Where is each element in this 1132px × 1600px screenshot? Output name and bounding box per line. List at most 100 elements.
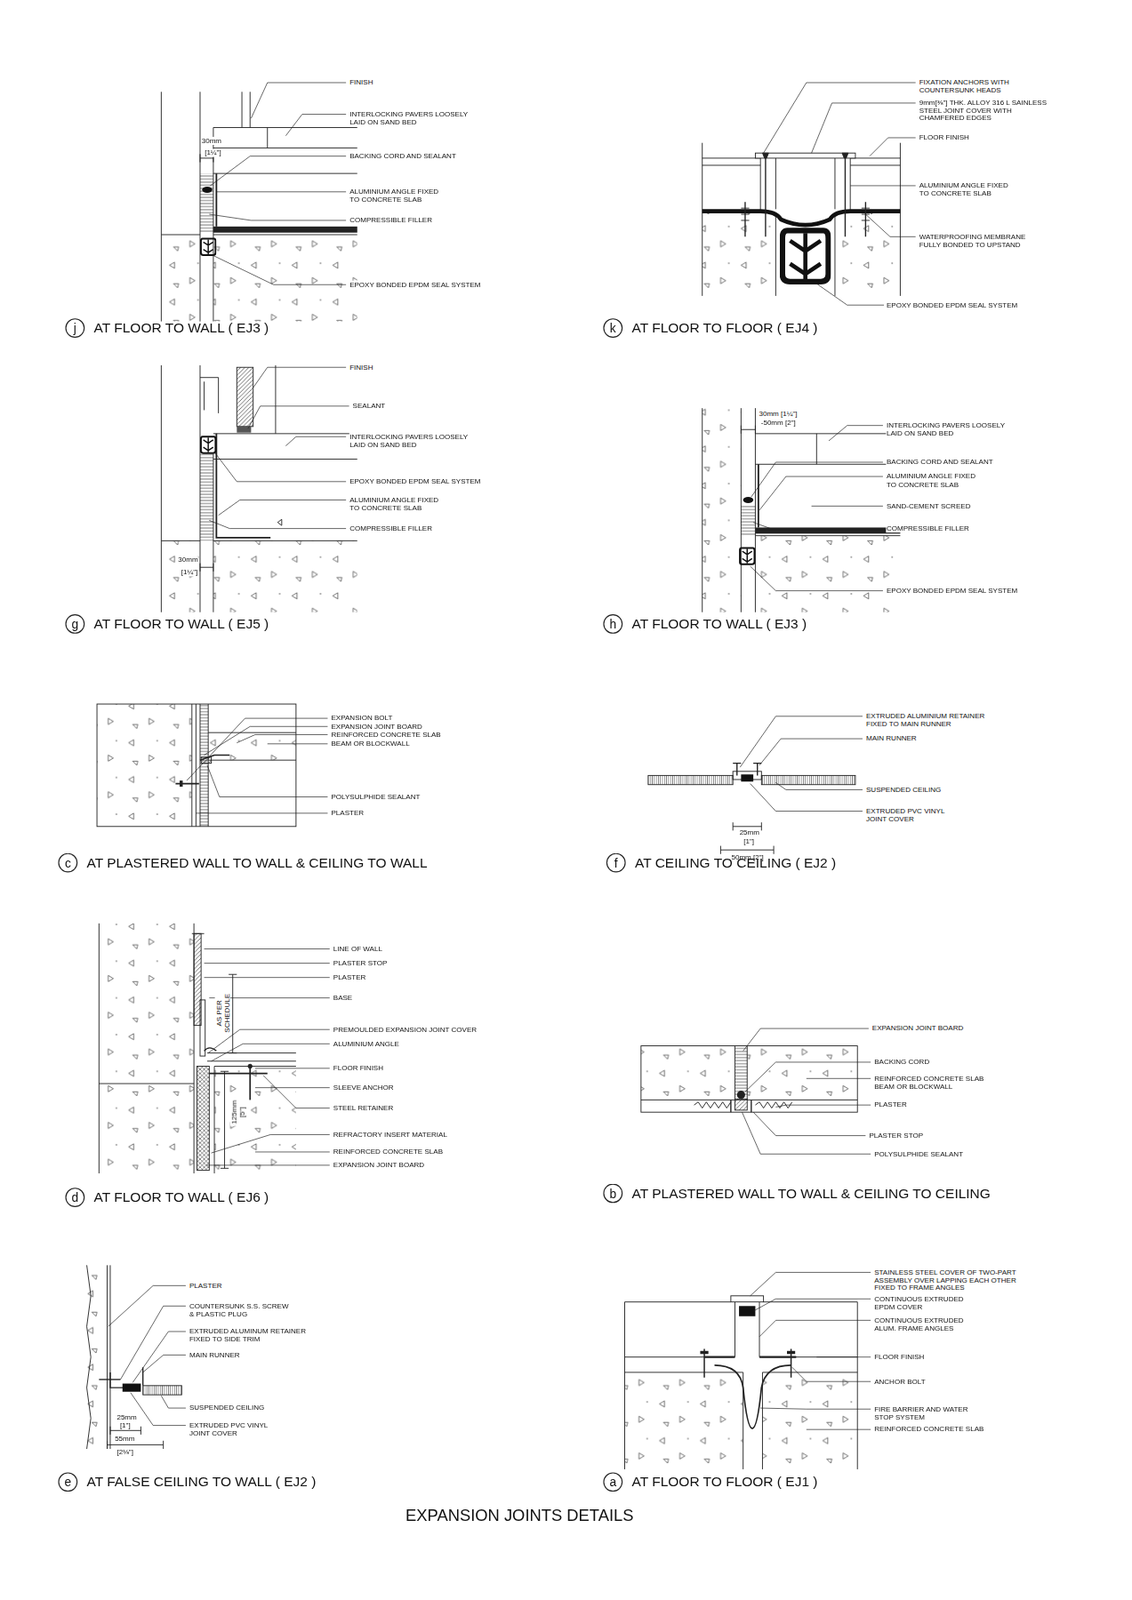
callout-label: FLOOR FINISH: [874, 1353, 925, 1362]
callout-label: 25mm: [738, 828, 760, 837]
callout-label: FINISH: [349, 363, 374, 372]
callout-label: [1¼"]: [180, 569, 199, 578]
detail-g-part: [236, 367, 253, 427]
detail-a-part: [625, 1372, 744, 1470]
detail-c-part: [175, 754, 230, 784]
callout-label: PLASTER: [330, 810, 365, 819]
detail-g: [160, 365, 357, 613]
detail-f-part: [740, 774, 754, 782]
callout-label: INTERLOCKING PAVERS LOOSELY LAID ON SAND…: [885, 421, 1008, 437]
detail-caption: AT FLOOR TO FLOOR ( EJ4 ): [632, 320, 819, 336]
callout-label: ALUMINIUM ANGLE FIXED TO CONCRETE SLAB: [349, 187, 442, 203]
detail-reference: bAT PLASTERED WALL TO WALL & CEILING TO …: [602, 1184, 990, 1205]
detail-caption: AT FLOOR TO WALL ( EJ5 ): [94, 616, 270, 632]
callout-label: EXTRUDED PVC VINYL JOINT COVER: [188, 1421, 272, 1438]
detail-e-part: [142, 1367, 144, 1387]
callout-label: 55mm: [114, 1435, 136, 1444]
callout-label: PLASTER: [188, 1282, 223, 1291]
detail-letter-circle: g: [64, 614, 85, 635]
detail-a-part: [704, 1348, 792, 1378]
detail-g-part: [277, 519, 282, 526]
detail-f-part: [720, 822, 774, 855]
callout-label: SEALANT: [352, 402, 386, 411]
detail-c: [96, 704, 297, 827]
callout-label: -50mm [2"]: [760, 418, 796, 427]
detail-g-part: [216, 433, 271, 538]
detail-d-part: [98, 923, 194, 1174]
detail-g-part: [200, 563, 214, 572]
detail-j-part: [201, 186, 212, 193]
callout-label: SUSPENDED CEILING: [865, 786, 942, 795]
callout-label: EPOXY BONDED EPDM SEAL SYSTEM: [885, 586, 1019, 595]
detail-a-part: [738, 1306, 755, 1317]
detail-a-part: [704, 1356, 796, 1359]
detail-reference: g AT FLOOR TO WALL ( EJ5 ): [64, 614, 269, 635]
detail-caption: AT PLASTERED WALL TO WALL & CEILING TO C…: [632, 1186, 991, 1202]
detail-b-part: [734, 1099, 747, 1111]
detail-caption: AT FALSE CEILING TO WALL ( EJ2 ): [87, 1475, 317, 1491]
callout-label: ALUMINIUM ANGLE FIXED TO CONCRETE SLAB: [885, 473, 979, 489]
callout-label: EXTRUDED PVC VINYL JOINT COVER: [865, 807, 948, 823]
callout-label: EPOXY BONDED EPDM SEAL SYSTEM: [349, 477, 482, 486]
detail-letter-circle: a: [602, 1472, 623, 1493]
callout-label: 125mm [5"]: [230, 1099, 246, 1127]
detail-b-part: [641, 1046, 858, 1101]
leader-lines-part: [204, 949, 330, 1166]
callout-label: EPOXY BONDED EPDM SEAL SYSTEM: [885, 301, 1019, 310]
detail-a-part: [625, 1302, 859, 1470]
callout-label: BACKING CORD AND SEALANT: [349, 152, 458, 161]
detail-k-part: [702, 211, 901, 225]
leader-lines: [108, 82, 916, 1430]
detail-c-part: [208, 732, 297, 761]
callout-label: PLASTER STOP: [332, 959, 388, 968]
detail-a: [625, 1296, 859, 1470]
callout-label: 25mm: [116, 1413, 137, 1422]
callout-label: [1"]: [119, 1421, 131, 1430]
detail-j-part: [213, 234, 358, 322]
callout-label: SLEEVE ANCHOR: [332, 1083, 394, 1092]
detail-e-part: [87, 1265, 108, 1450]
callout-label: CONTINUOUS EXTRUDED ALUM. FRAME ANGLES: [874, 1316, 967, 1333]
callout-label: BACKING CORD: [874, 1059, 931, 1068]
callout-label: COMPRESSIBLE FILLER: [885, 524, 970, 533]
callout-label: SUSPENDED CEILING: [188, 1404, 265, 1413]
detail-reference: e AT FALSE CEILING TO WALL ( EJ2 ): [57, 1472, 316, 1493]
sheet-title: EXPANSION JOINTS DETAILS: [405, 1507, 634, 1526]
detail-reference: h AT FLOOR TO WALL ( EJ3 ): [602, 614, 807, 635]
detail-g-part: [200, 454, 214, 542]
leader-lines-part: [739, 716, 863, 812]
detail-g-part: [213, 540, 358, 612]
callout-label: MAIN RUNNER: [188, 1351, 241, 1360]
detail-letter-circle: j: [64, 318, 85, 338]
detail-k: [702, 143, 901, 297]
callout-label: STAINLESS STEEL COVER OF TWO-PART ASSEMB…: [874, 1268, 1020, 1293]
detail-caption: AT FLOOR TO WALL ( EJ3 ): [632, 616, 808, 632]
callout-label: 9mm[⅜"] THK. ALLOY 316 L SAINLESS STEEL …: [918, 99, 1050, 123]
detail-letter-circle: e: [57, 1472, 78, 1493]
detail-letter-circle: c: [57, 853, 78, 874]
callout-label: EXPANSION JOINT BOARD: [332, 1162, 426, 1171]
callout-label: FIXATION ANCHORS WITH COUNTERSUNK HEADS: [918, 79, 1013, 95]
detail-a-part: [786, 1351, 795, 1355]
detail-e-part: [87, 1265, 111, 1450]
detail-letter-circle: h: [602, 614, 623, 635]
callout-label: PLASTER STOP: [868, 1132, 924, 1141]
detail-d-part: [192, 933, 205, 935]
detail-f-part: [732, 763, 762, 777]
detail-f-part: [648, 775, 733, 785]
detail-k-part: [745, 158, 866, 237]
callout-label: [1"]: [743, 838, 755, 847]
detail-e-part: [122, 1384, 142, 1393]
callout-label: EXPANSION JOINT BOARD: [871, 1025, 964, 1034]
callout-label: INTERLOCKING PAVERS LOOSELY LAID ON SAND…: [349, 110, 472, 126]
callout-label: ALUMINIUM ANGLE: [332, 1040, 400, 1049]
callout-label: FLOOR FINISH: [332, 1065, 384, 1074]
callout-label: FIRE BARRIER AND WATER STOP SYSTEM: [874, 1405, 972, 1422]
detail-j: [160, 91, 357, 322]
detail-reference: dAT FLOOR TO WALL ( EJ6 ): [64, 1188, 269, 1208]
callout-label: BEAM OR BLOCKWALL: [330, 739, 410, 748]
detail-reference: kAT FLOOR TO FLOOR ( EJ4 ): [602, 318, 818, 338]
detail-h-part: [757, 464, 760, 528]
callout-label: LINE OF WALL: [332, 945, 383, 954]
